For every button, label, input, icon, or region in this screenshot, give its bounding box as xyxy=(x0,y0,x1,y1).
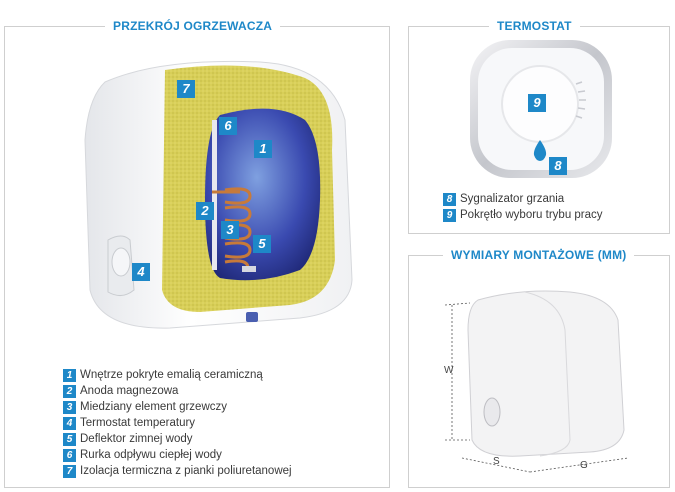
legend-item-4: 4 Termostat temperatury xyxy=(63,416,195,430)
legend-item-7: 7 Izolacja termiczna z pianki poliuretano… xyxy=(63,464,292,478)
dimension-w-label: W xyxy=(444,365,454,376)
dimensions-panel: WYMIARY MONTAŻOWE (MM) xyxy=(408,248,670,488)
drain-pipe xyxy=(246,312,258,322)
marker-5: 5 xyxy=(253,235,271,253)
dimension-s-label: S xyxy=(493,456,500,467)
thermostat-panel: TERMOSTAT xyxy=(408,19,670,234)
legend-badge: 4 xyxy=(63,416,76,430)
legend-item-2: 2 Anoda magnezowa xyxy=(63,384,178,398)
marker-4: 4 xyxy=(132,263,150,281)
legend-badge: 9 xyxy=(443,208,456,222)
marker-3: 3 xyxy=(221,221,239,239)
marker-9: 9 xyxy=(528,94,546,112)
legend-text: Wnętrze pokryte emalią ceramiczną xyxy=(80,369,263,381)
legend-item-3: 3 Miedziany element grzewczy xyxy=(63,400,227,414)
thermostat-legend-item-9: 9 Pokrętło wyboru trybu pracy xyxy=(443,208,603,222)
legend-text: Deflektor zimnej wody xyxy=(80,433,193,445)
legend-item-6: 6 Rurka odpływu ciepłej wody xyxy=(63,448,222,462)
legend-text: Pokrętło wyboru trybu pracy xyxy=(460,209,603,221)
legend-badge: 6 xyxy=(63,448,76,462)
legend-text: Termostat temperatury xyxy=(80,417,196,429)
marker-6: 6 xyxy=(219,117,237,135)
legend-badge: 2 xyxy=(63,384,76,398)
legend-badge: 1 xyxy=(63,368,76,382)
legend-text: Rurka odpływu ciepłej wody xyxy=(80,449,222,461)
dimensions-title: WYMIARY MONTAŻOWE (MM) xyxy=(443,248,635,262)
legend-item-1: 1 Wnętrze pokryte emalią ceramiczną xyxy=(63,368,263,382)
thermostat-title: TERMOSTAT xyxy=(489,19,580,33)
legend-text: Anoda magnezowa xyxy=(80,385,179,397)
legend-text: Miedziany element grzewczy xyxy=(80,401,228,413)
cross-section-title: PRZEKRÓJ OGRZEWACZA xyxy=(105,19,281,33)
cold-water-deflector xyxy=(242,266,256,272)
legend-badge: 5 xyxy=(63,432,76,446)
legend-badge: 3 xyxy=(63,400,76,414)
legend-text: Sygnalizator grzania xyxy=(460,193,565,205)
marker-2: 2 xyxy=(196,202,214,220)
marker-1: 1 xyxy=(254,140,272,158)
marker-7: 7 xyxy=(177,80,195,98)
marker-8: 8 xyxy=(549,157,567,175)
thermostat-knob xyxy=(111,247,131,277)
legend-text: Izolacja termiczna z pianki poliuretanow… xyxy=(80,465,292,477)
anode-rod xyxy=(212,120,217,270)
cross-section-panel: PRZEKRÓJ OGRZEWACZA xyxy=(4,19,390,488)
dimension-g-label: G xyxy=(580,460,588,471)
legend-badge: 7 xyxy=(63,464,76,478)
legend-item-5: 5 Deflektor zimnej wody xyxy=(63,432,192,446)
legend-badge: 8 xyxy=(443,192,456,206)
thermostat-legend-item-8: 8 Sygnalizator grzania xyxy=(443,192,564,206)
